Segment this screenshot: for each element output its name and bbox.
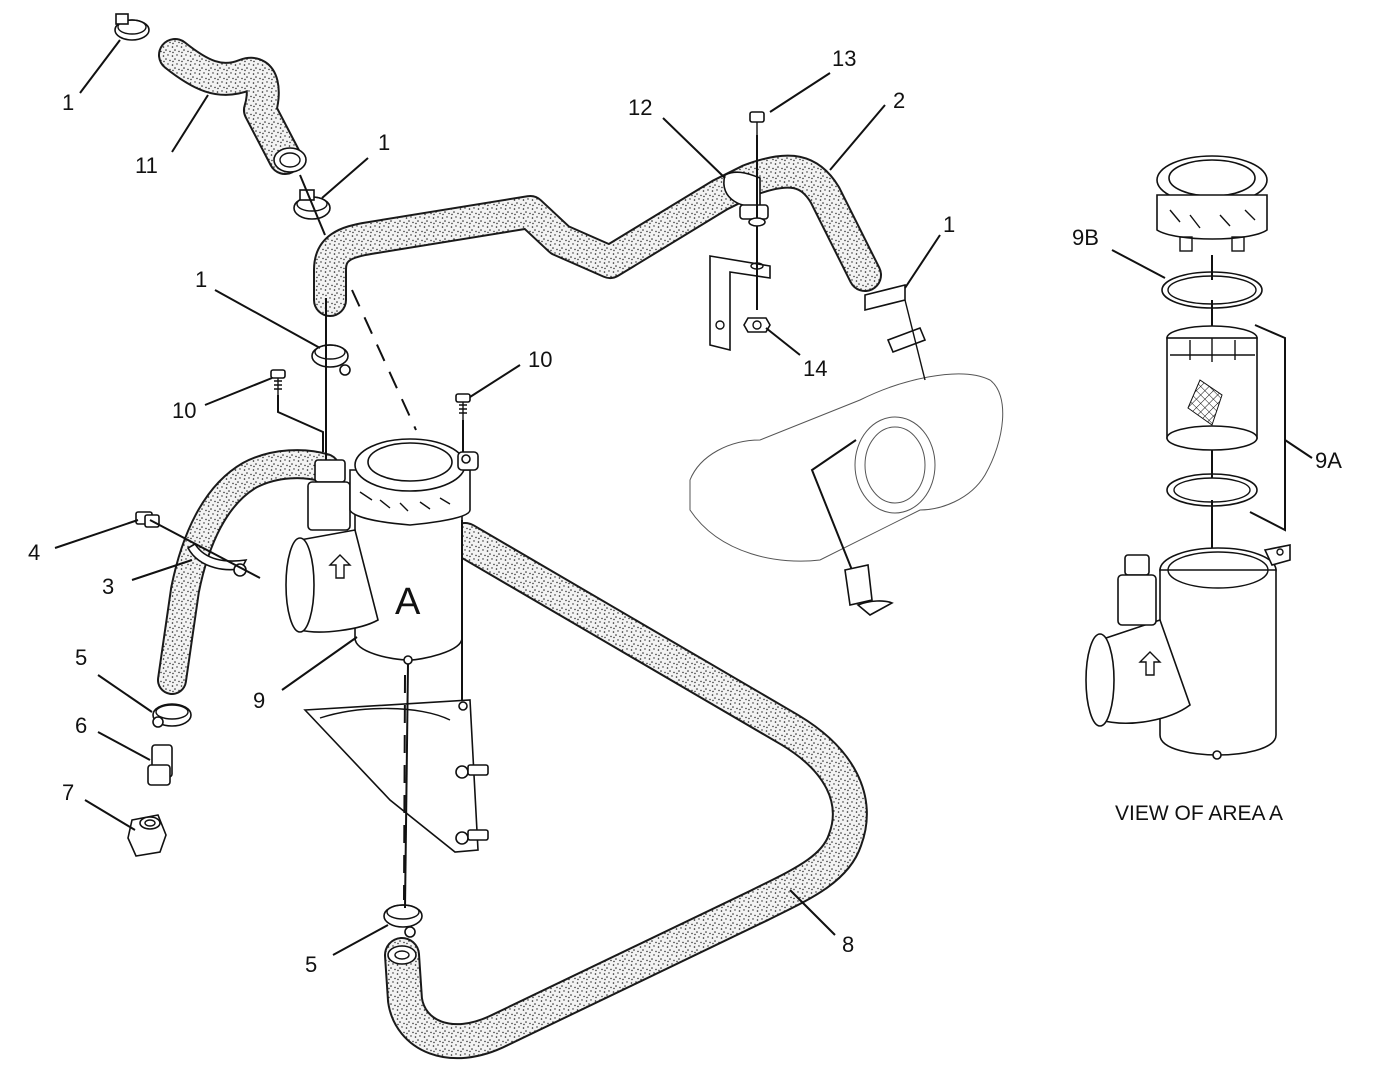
bolt-13 (749, 111, 765, 135)
leader-lines (54, 39, 1313, 956)
washer-12 (748, 217, 766, 227)
view-of-area-a (1085, 155, 1291, 760)
callout-9A: 9A (1315, 448, 1342, 473)
callout-9B: 9B (1072, 225, 1099, 250)
callout-10-left: 10 (172, 398, 196, 423)
breather-filter-9 (285, 438, 489, 853)
callout-13: 13 (832, 46, 856, 71)
callout-14: 14 (803, 356, 827, 381)
callout-6: 6 (75, 713, 87, 738)
hose-8 (384, 522, 868, 1060)
clamp-1-lower (311, 344, 351, 376)
hose-3 (157, 449, 340, 695)
clamp-5-bottom (383, 904, 423, 938)
centerline-bottom-dash (403, 674, 406, 901)
callout-4: 4 (28, 540, 40, 565)
callout-10-right: 10 (528, 347, 552, 372)
nut-14 (743, 317, 771, 333)
hose-11 (158, 38, 307, 175)
bracket-plate (709, 255, 771, 352)
area-a-marker: A (395, 581, 421, 623)
clamp-1-top (114, 13, 150, 41)
bolt-4-leader (149, 519, 261, 579)
callout-2: 2 (893, 88, 905, 113)
callout-11: 11 (135, 153, 158, 178)
fitting-6 (147, 744, 173, 786)
view-label: VIEW OF AREA A (1115, 802, 1283, 825)
callout-5-bottom: 5 (305, 952, 317, 977)
callout-1-lower: 1 (195, 267, 207, 292)
hose-2 (313, 154, 882, 317)
fitting-7 (127, 814, 167, 857)
callout-1-right: 1 (943, 212, 955, 237)
callout-8: 8 (842, 932, 854, 957)
callout-12: 12 (628, 95, 652, 120)
clamp-1-mid (293, 189, 331, 220)
callout-7: 7 (62, 780, 74, 805)
bolt-10-left-leader (277, 395, 324, 452)
bolt-10-right (455, 393, 471, 420)
callout-3: 3 (102, 574, 114, 599)
clamp-5-left (152, 703, 192, 728)
clamp-1-mid-leader (299, 174, 326, 236)
centerline-diag (351, 289, 417, 431)
clip-12 (723, 171, 769, 220)
intake-elbow (689, 283, 1004, 616)
callout-5-left: 5 (75, 645, 87, 670)
callout-9: 9 (253, 688, 265, 713)
callout-1-mid: 1 (378, 130, 390, 155)
bolt-4 (135, 511, 160, 528)
centerline-bottom (404, 663, 409, 909)
callout-1-top: 1 (62, 90, 74, 115)
bolt-10-left (270, 369, 286, 395)
